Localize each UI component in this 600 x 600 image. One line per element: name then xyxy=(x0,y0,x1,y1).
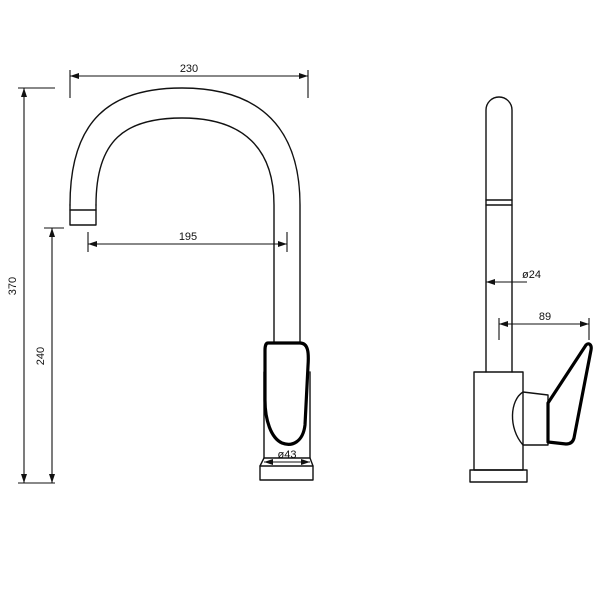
side-base xyxy=(469,469,528,483)
front-dimensions: 230 195 370 240 ø43 xyxy=(7,63,310,484)
dim-label-43: ø43 xyxy=(278,449,297,461)
front-spout-inner xyxy=(95,117,275,343)
side-spout xyxy=(485,96,513,373)
front-body xyxy=(263,371,311,459)
dim-label-370: 370 xyxy=(7,277,19,295)
front-base xyxy=(259,465,314,481)
front-handle xyxy=(263,341,310,446)
side-handle xyxy=(546,342,593,446)
dim-label-24: ø24 xyxy=(522,269,541,281)
dim-label-230: 230 xyxy=(180,63,198,75)
front-view xyxy=(69,87,314,481)
side-view xyxy=(469,96,593,483)
side-handle-connector xyxy=(511,391,549,446)
dim-label-240: 240 xyxy=(35,347,47,365)
dim-label-195: 195 xyxy=(179,231,197,243)
side-dimensions: ø24 89 xyxy=(486,269,590,340)
side-body xyxy=(473,371,524,471)
dim-label-89: 89 xyxy=(539,311,551,323)
front-aerator xyxy=(69,204,97,226)
front-spout-outer xyxy=(69,87,301,343)
